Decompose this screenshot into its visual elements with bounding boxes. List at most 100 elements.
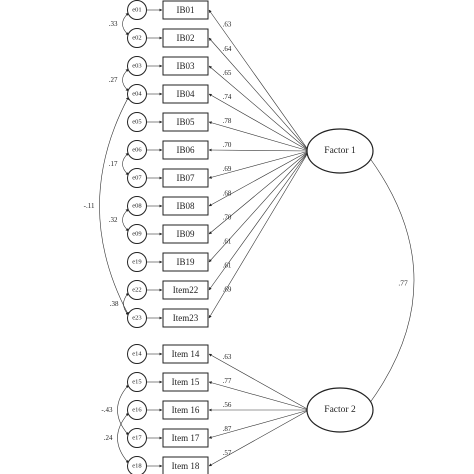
loading-path — [208, 121, 310, 152]
loading-path — [208, 409, 310, 439]
loading-value: .87 — [223, 425, 232, 433]
loading-path — [208, 65, 310, 152]
indicator-box — [162, 252, 209, 272]
error-circle — [127, 456, 147, 474]
covariance-arc — [122, 208, 129, 232]
loading-path — [208, 9, 310, 152]
error-circle — [127, 196, 147, 216]
error-label: e17 — [132, 435, 142, 442]
indicator-label: Item 17 — [172, 433, 200, 443]
loading-value: .64 — [223, 45, 232, 53]
indicator-box — [162, 0, 209, 20]
error-label: e15 — [132, 379, 141, 386]
loading-value: .70 — [223, 141, 232, 149]
error-label: e09 — [132, 231, 141, 238]
loading-value: .69 — [223, 165, 232, 173]
error-label: e14 — [132, 351, 142, 358]
loading-path — [208, 150, 310, 319]
error-circle — [127, 428, 147, 448]
error-label: e07 — [132, 175, 142, 182]
error-circle — [127, 308, 147, 328]
covariance-value: .32 — [109, 216, 118, 224]
indicator-box — [162, 112, 209, 132]
indicator-box — [162, 28, 209, 48]
indicator-box — [162, 456, 209, 474]
covariance-arc — [122, 12, 129, 36]
error-label: e04 — [132, 91, 142, 98]
loading-value: .70 — [223, 213, 232, 221]
covariance-value: .24 — [104, 434, 113, 442]
covariance-value: -.11 — [84, 202, 95, 210]
error-circle — [127, 112, 147, 132]
covariance-arc — [117, 384, 129, 436]
indicator-label: Item 15 — [172, 377, 200, 387]
loading-value: .63 — [223, 21, 232, 29]
indicator-label: Item 18 — [172, 461, 200, 471]
error-label: e05 — [132, 119, 141, 126]
factor-correlation-arc — [368, 156, 415, 405]
loading-value: .61 — [223, 237, 232, 245]
loading-value: .78 — [223, 117, 232, 125]
error-circle — [127, 224, 147, 244]
indicator-box — [162, 400, 209, 420]
indicator-label: IB06 — [177, 145, 196, 155]
covariance-arc — [122, 68, 129, 92]
indicator-label: Item23 — [173, 313, 199, 323]
loading-path — [208, 150, 310, 291]
loading-path — [208, 93, 310, 152]
factor-ellipse — [306, 128, 374, 174]
loading-path — [208, 150, 310, 179]
loading-value: .77 — [223, 377, 232, 385]
error-label: e06 — [132, 147, 142, 154]
error-circle — [127, 280, 147, 300]
covariance-arc — [122, 152, 129, 176]
factor-correlation-value: .77 — [398, 279, 408, 288]
indicator-label: IB08 — [177, 201, 196, 211]
covariance-value: -.43 — [101, 406, 113, 414]
error-circle — [127, 84, 147, 104]
error-circle — [127, 400, 147, 420]
indicator-box — [162, 196, 209, 216]
covariance-value: .27 — [109, 76, 118, 84]
error-label: e19 — [132, 259, 141, 266]
indicator-box — [162, 428, 209, 448]
loading-value: .61 — [223, 262, 232, 270]
indicator-label: IB09 — [177, 229, 196, 239]
factor-label: Factor 2 — [324, 405, 356, 415]
covariance-value: .17 — [109, 160, 118, 168]
loading-path — [208, 150, 310, 235]
factor-label: Factor 1 — [324, 146, 356, 156]
indicator-box — [162, 372, 209, 392]
covariance-arc — [99, 96, 129, 316]
covariance-arc — [123, 292, 129, 316]
error-circle — [127, 168, 147, 188]
loading-path — [208, 148, 310, 152]
error-label: e01 — [132, 7, 141, 14]
error-circle — [127, 0, 147, 20]
indicator-box — [162, 224, 209, 244]
indicator-box — [162, 344, 209, 364]
loading-value: .69 — [223, 286, 232, 294]
factor-ellipse — [306, 387, 374, 433]
indicator-box — [162, 56, 209, 76]
error-circle — [127, 56, 147, 76]
loading-path — [208, 381, 310, 411]
error-label: e18 — [132, 463, 141, 470]
error-label: e22 — [132, 287, 141, 294]
loading-path — [208, 150, 310, 263]
loading-value: .65 — [223, 69, 232, 77]
loading-path — [208, 409, 310, 467]
loading-path — [208, 353, 310, 411]
error-label: e02 — [132, 35, 141, 42]
error-label: e08 — [132, 203, 141, 210]
error-circle — [127, 372, 147, 392]
indicator-label: IB01 — [177, 5, 195, 15]
loading-value: .56 — [223, 401, 232, 409]
error-label: e16 — [132, 407, 142, 414]
indicator-label: Item 14 — [172, 349, 200, 359]
indicator-label: IB07 — [177, 173, 196, 183]
covariance-value: .33 — [109, 20, 118, 28]
loading-path — [208, 37, 310, 152]
indicator-box — [162, 168, 209, 188]
indicator-label: Item22 — [173, 285, 199, 295]
